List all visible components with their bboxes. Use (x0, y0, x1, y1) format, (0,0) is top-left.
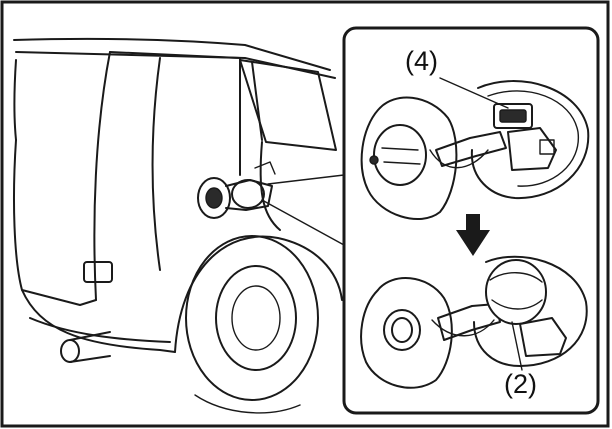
rear-lamp (83, 261, 113, 283)
rear-tire (185, 235, 319, 401)
wheel-hub (231, 285, 281, 351)
cap-holder-slot (499, 109, 527, 123)
lid-latch-hook (539, 139, 555, 155)
filler-neck-lower-inner (391, 317, 413, 343)
wheel-rim (215, 265, 297, 371)
exhaust-pipe-body (69, 331, 111, 363)
fuel-cap-part-2 (485, 259, 547, 325)
window-pillar (251, 61, 263, 141)
quarter-panel-top (109, 51, 241, 176)
cap-tether (429, 149, 489, 169)
filler-neck-thread (381, 147, 421, 165)
fuel-lid-cap (205, 187, 223, 209)
filler-neck (373, 124, 427, 186)
rear-bumper (21, 289, 176, 353)
lid-hinge-arm (435, 131, 507, 167)
leader-part-4 (439, 77, 509, 109)
arrow-down-icon (456, 214, 490, 256)
wheel-arch (174, 235, 343, 353)
callout-part-4: (4) (405, 46, 438, 76)
filler-neck-lower (383, 309, 421, 351)
vehicle-rear-illustration (13, 37, 343, 414)
lid-latch (507, 127, 557, 171)
fuel-cap-grip (489, 272, 543, 283)
detail-lower-cap-stowed (360, 255, 588, 389)
fuel-lid-inner (487, 90, 579, 187)
fuel-filler-opening (231, 179, 265, 209)
cap-tether-lower (431, 319, 495, 337)
filler-recess (360, 96, 458, 221)
fuel-cap-rim (491, 299, 543, 310)
fuel-lid-open-lower (473, 255, 588, 367)
leader-part-2 (511, 321, 523, 371)
filler-strap (254, 161, 276, 175)
fuel-lid-open (470, 80, 590, 200)
body-crease (151, 57, 161, 271)
detail-upper-lid-open (360, 80, 590, 221)
filler-recess-lower (360, 277, 453, 389)
lid-hinge-arm-lower (437, 303, 501, 341)
tire-ground (194, 394, 301, 414)
rear-pillar (13, 59, 17, 141)
recess-drain (369, 155, 379, 165)
inset-leader-lines (261, 174, 345, 246)
roof-rail (15, 51, 336, 79)
side-window (239, 59, 337, 151)
callout-part-2: (2) (504, 369, 537, 399)
roof-line (13, 37, 331, 71)
tailgate-edge (93, 51, 111, 301)
lid-latch-lower (519, 317, 567, 357)
